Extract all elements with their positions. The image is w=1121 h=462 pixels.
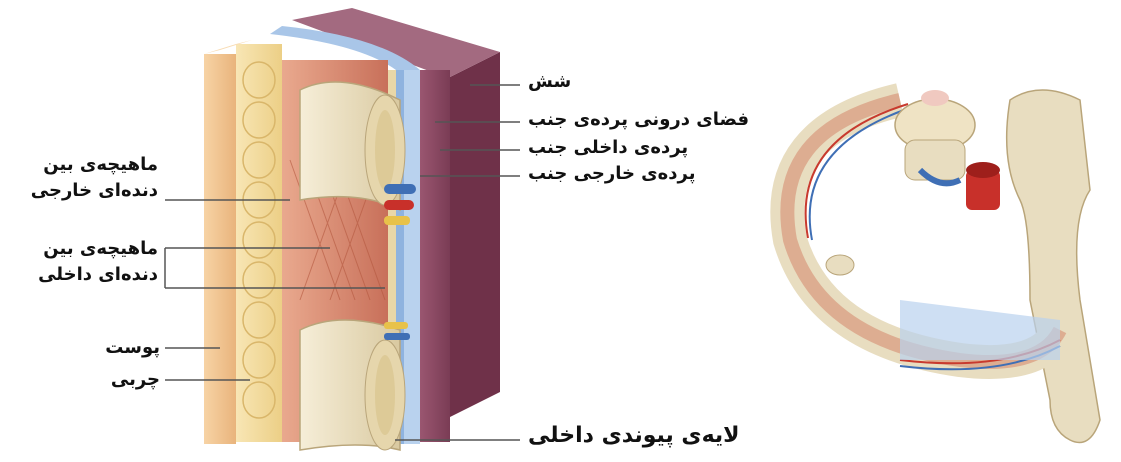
skin-layer: [204, 54, 236, 444]
label-internal-intercostal: ماهیچه‌ی بین دنده‌ای داخلی: [8, 236, 158, 288]
label-parietal-pleura: پرده‌ی خارجی جنب: [528, 162, 696, 186]
lung-front: [420, 70, 450, 442]
artery-upper: [384, 200, 414, 210]
chest-wall-block: [204, 8, 500, 450]
parietal-pleura-layer: [404, 70, 420, 444]
vein-upper: [384, 184, 416, 194]
label-external-intercostal: ماهیچه‌ی بین دنده‌ای خارجی: [8, 152, 158, 204]
label-visceral-pleura: پرده‌ی داخلی جنب: [528, 136, 688, 160]
lung-layer: [448, 52, 500, 418]
vein-lower: [384, 333, 410, 340]
label-endothoracic-fascia: لایه‌ی پیوندی داخلی: [528, 424, 740, 448]
nerve-lower: [384, 322, 408, 329]
label-pleural-cavity: فضای درونی پرده‌ی جنب: [528, 108, 749, 132]
label-fat: چربی: [80, 368, 160, 392]
label-lung: شش: [528, 70, 571, 94]
sternum: [1007, 90, 1100, 443]
label-skin: پوست: [80, 336, 160, 360]
rib-ring-figure: [787, 90, 1100, 443]
nerve-upper: [384, 216, 410, 225]
